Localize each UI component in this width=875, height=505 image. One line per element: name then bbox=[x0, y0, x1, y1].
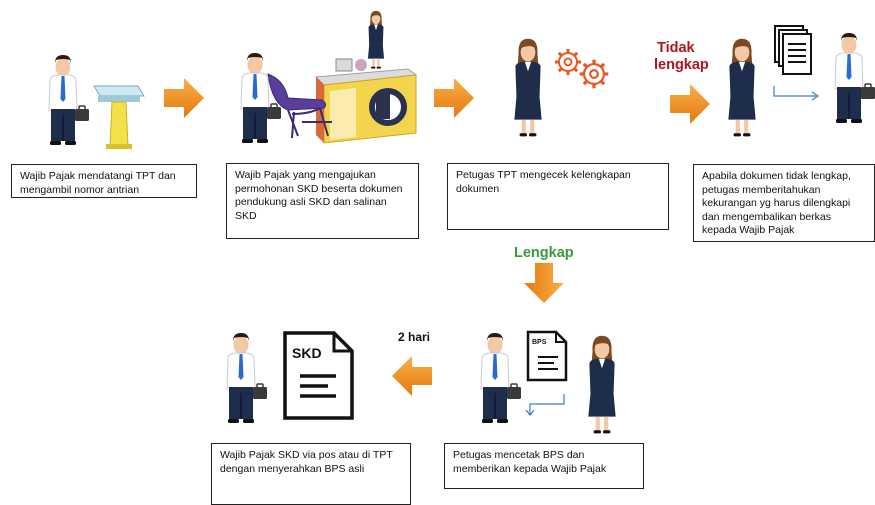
return-arrow-icon bbox=[773, 86, 820, 101]
step-2-box: Wajib Pajak yang mengajukan permohonan S… bbox=[226, 163, 419, 239]
arrow-right-2 bbox=[434, 78, 474, 118]
man-icon bbox=[240, 52, 282, 144]
woman-icon bbox=[728, 38, 756, 137]
lengkap-incomplete-label: lengkap bbox=[654, 57, 709, 73]
svg-text:SKD: SKD bbox=[292, 345, 322, 361]
step-6-box: Wajib Pajak SKD via pos atau di TPT deng… bbox=[211, 443, 411, 505]
step-1-box: Wajib Pajak mendatangi TPT dan mengambil… bbox=[11, 164, 197, 198]
svg-text:BPS: BPS bbox=[532, 339, 547, 346]
lengkap-label: Lengkap bbox=[514, 245, 574, 261]
step-3-box: Petugas TPT mengecek kelengkapan dokumen bbox=[447, 163, 669, 230]
arrow-left bbox=[392, 356, 432, 396]
skd-document-icon: SKD bbox=[283, 331, 354, 420]
man-icon bbox=[834, 32, 875, 124]
bps-document-icon: BPS bbox=[526, 330, 568, 382]
man-icon bbox=[226, 332, 268, 424]
woman-icon bbox=[514, 38, 542, 137]
arrow-right-1 bbox=[164, 78, 204, 118]
desk-icon bbox=[314, 58, 418, 144]
documents-icon bbox=[774, 25, 812, 75]
step-4-box: Apabila dokumen tidak lengkap, petugas m… bbox=[693, 164, 875, 242]
arrow-down bbox=[524, 263, 564, 303]
kiosk-icon bbox=[93, 85, 145, 149]
woman-icon bbox=[588, 335, 616, 434]
tidak-label: Tidak bbox=[657, 40, 695, 56]
gears-icon bbox=[553, 47, 610, 90]
woman-icon bbox=[367, 10, 385, 69]
arrow-right-3 bbox=[670, 84, 710, 124]
man-icon bbox=[480, 332, 522, 424]
dua-hari-label: 2 hari bbox=[398, 330, 431, 344]
chair-icon bbox=[267, 73, 332, 139]
man-icon bbox=[48, 54, 90, 146]
step-5-box: Petugas mencetak BPS dan memberikan kepa… bbox=[444, 443, 644, 489]
return-arrow-icon bbox=[525, 394, 565, 416]
